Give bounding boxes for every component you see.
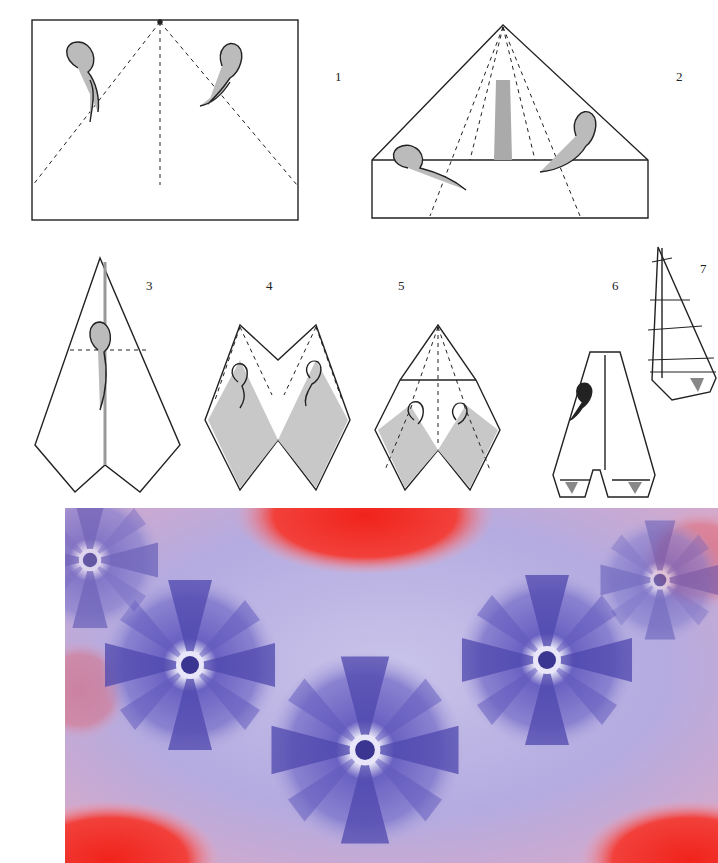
step-number: 4 — [266, 279, 273, 292]
step-number: 1 — [335, 70, 342, 83]
tie-dye-photo — [65, 508, 718, 863]
step-number: 2 — [676, 70, 683, 83]
step-number: 3 — [146, 279, 153, 292]
step-number: 7 — [700, 262, 707, 275]
step-number: 5 — [398, 279, 405, 292]
step-number: 6 — [612, 279, 619, 292]
